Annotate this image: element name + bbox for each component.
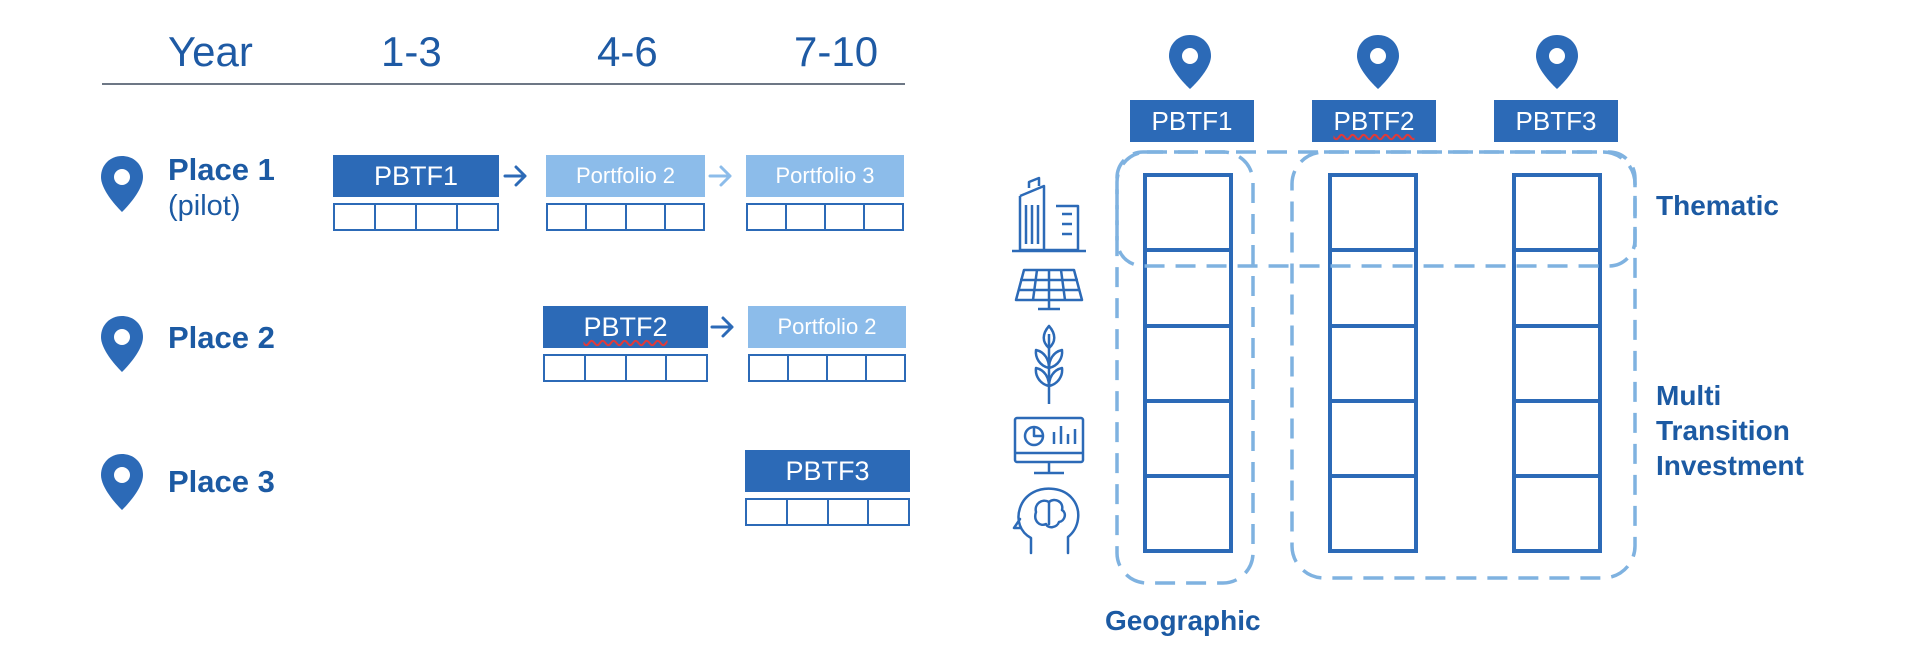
place-3-label: Place 3 — [168, 464, 275, 499]
multi-transition-line-2: Transition — [1656, 415, 1790, 446]
multi-transition-line-1: Multi — [1656, 380, 1722, 411]
fund-label: PBTF2 — [583, 311, 668, 342]
matrix-column-pbtf1 — [1143, 173, 1233, 553]
multi-transition-group-outline — [1290, 150, 1637, 580]
place-1-note: (pilot) — [168, 190, 241, 222]
period-header-3: 7-10 — [794, 28, 879, 75]
fund-cells — [333, 203, 499, 231]
period-header-1: 1-3 — [381, 28, 442, 75]
fund-box-pbtf3: PBTF3 — [745, 450, 910, 492]
fund-cells — [543, 354, 708, 382]
fund-cells — [546, 203, 705, 231]
matrix-column-pbtf3 — [1512, 173, 1602, 553]
location-pin-icon — [1357, 35, 1399, 89]
dashboard-monitor-icon — [1013, 416, 1085, 475]
matrix-column-pbtf2 — [1328, 173, 1418, 553]
place-1-label: Place 1 — [168, 152, 275, 187]
arrow-right-icon — [503, 165, 527, 187]
geographic-label: Geographic — [1105, 605, 1261, 636]
fund-cells — [746, 203, 904, 231]
location-pin-icon — [101, 454, 143, 510]
header-rule — [102, 83, 905, 85]
fund-box-pbtf2: PBTF2 — [543, 306, 708, 348]
location-pin-icon — [101, 316, 143, 372]
fund-box-pbtf1: PBTF1 — [333, 155, 499, 197]
location-pin-icon — [101, 156, 143, 212]
year-header: Year — [168, 28, 253, 75]
fund-cells — [745, 498, 910, 526]
location-pin-icon — [1536, 35, 1578, 89]
multi-transition-line-3: Investment — [1656, 450, 1804, 481]
arrow-right-icon — [710, 316, 734, 338]
geographic-group-outline — [1115, 150, 1255, 585]
location-pin-icon — [1169, 35, 1211, 89]
solar-panel-icon — [1014, 268, 1084, 311]
arrow-right-icon — [708, 165, 732, 187]
fund-box-portfolio-2: Portfolio 2 — [546, 155, 705, 197]
thematic-label: Thematic — [1656, 190, 1779, 221]
column-header-label: PBTF2 — [1333, 105, 1415, 136]
column-header-pbtf3: PBTF3 — [1494, 100, 1618, 142]
fund-cells — [748, 354, 906, 382]
brain-head-icon — [1012, 487, 1080, 555]
buildings-icon — [1012, 176, 1086, 253]
column-header-pbtf1: PBTF1 — [1130, 100, 1254, 142]
place-2-label: Place 2 — [168, 320, 275, 355]
fund-box-portfolio-3: Portfolio 3 — [746, 155, 904, 197]
fund-box-portfolio-2: Portfolio 2 — [748, 306, 906, 348]
multi-transition-label: Multi Transition Investment — [1656, 378, 1804, 483]
wheat-icon — [1034, 324, 1064, 404]
column-header-pbtf2: PBTF2 — [1312, 100, 1436, 142]
period-header-2: 4-6 — [597, 28, 658, 75]
